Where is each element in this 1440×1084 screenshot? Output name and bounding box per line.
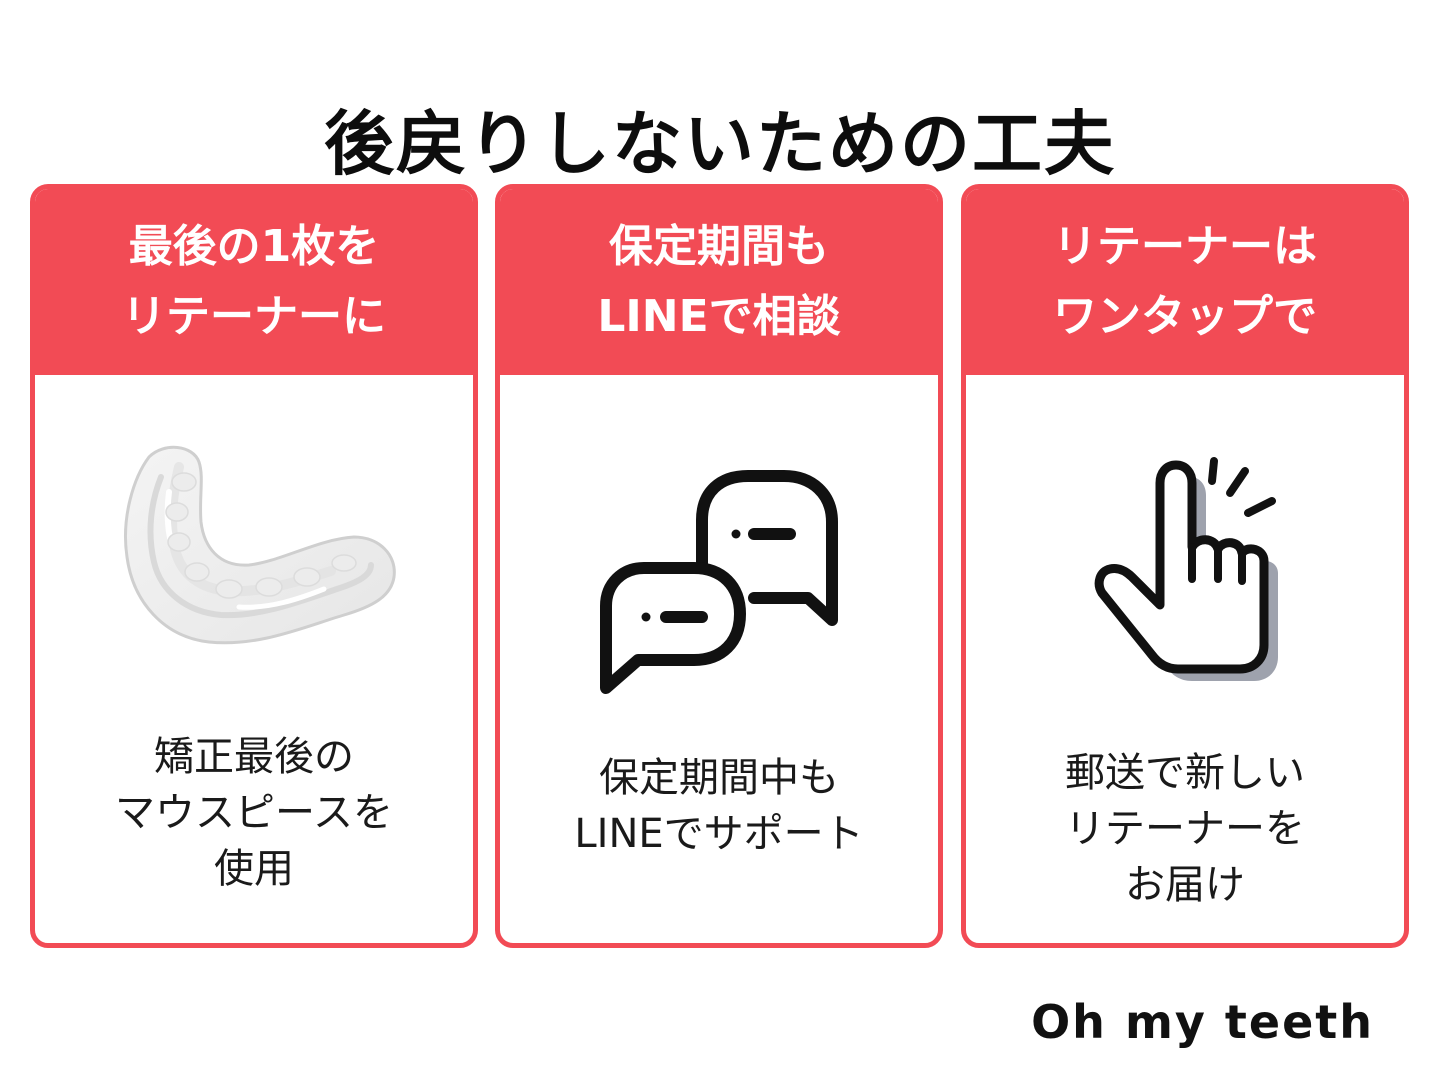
card-description: 保定期間中も LINEでサポート bbox=[500, 750, 938, 862]
card-description-line: 郵送で新しい bbox=[1065, 750, 1305, 796]
mouthpiece-illustration bbox=[124, 445, 396, 645]
card-description-line: お届け bbox=[1125, 862, 1245, 908]
card-description-line: 使用 bbox=[214, 846, 294, 892]
card-description: 郵送で新しい リテーナーを お届け bbox=[966, 745, 1404, 913]
card-header: 最後の1枚を リテーナーに bbox=[35, 189, 473, 375]
card-body: 郵送で新しい リテーナーを お届け bbox=[966, 375, 1404, 943]
card-description-line: マウスピースを bbox=[115, 790, 393, 836]
feature-card-line-support: 保定期間も LINEで相談 保定期間中も LINEでサポート bbox=[495, 184, 943, 948]
card-header-line: リテーナーに bbox=[122, 291, 386, 342]
card-description-line: 保定期間中も bbox=[599, 755, 839, 801]
card-header: 保定期間も LINEで相談 bbox=[500, 189, 938, 375]
card-header-line: リテーナーは bbox=[1053, 221, 1317, 272]
feature-card-one-tap: リテーナーは ワンタップで 郵送で新しい リテーナーを お届け bbox=[961, 184, 1409, 948]
card-body: 矯正最後の マウスピースを 使用 bbox=[35, 375, 473, 943]
card-description-line: 矯正最後の bbox=[154, 734, 354, 780]
mouthpiece-image bbox=[35, 437, 473, 667]
card-header-line: 保定期間も bbox=[609, 221, 829, 272]
page-title: 後戻りしないための工夫 bbox=[324, 102, 1116, 185]
card-header: リテーナーは ワンタップで bbox=[966, 189, 1404, 375]
brand-logo: Oh my teeth bbox=[1031, 995, 1374, 1049]
chat-bubbles-icon bbox=[600, 470, 838, 694]
card-header-line: ワンタップで bbox=[1053, 291, 1317, 342]
tap-hand-icon bbox=[966, 447, 1404, 697]
card-description-line: LINEでサポート bbox=[574, 811, 864, 857]
chat-bubbles-icon bbox=[500, 470, 938, 710]
card-body: 保定期間中も LINEでサポート bbox=[500, 375, 938, 943]
card-description: 矯正最後の マウスピースを 使用 bbox=[35, 729, 473, 897]
card-description-line: リテーナーを bbox=[1065, 806, 1305, 852]
card-header-line: LINEで相談 bbox=[597, 291, 841, 342]
tap-hand-icon bbox=[1094, 457, 1278, 681]
card-header-line: 最後の1枚を bbox=[128, 221, 380, 272]
feature-card-mouthpiece: 最後の1枚を リテーナーに bbox=[30, 184, 478, 948]
